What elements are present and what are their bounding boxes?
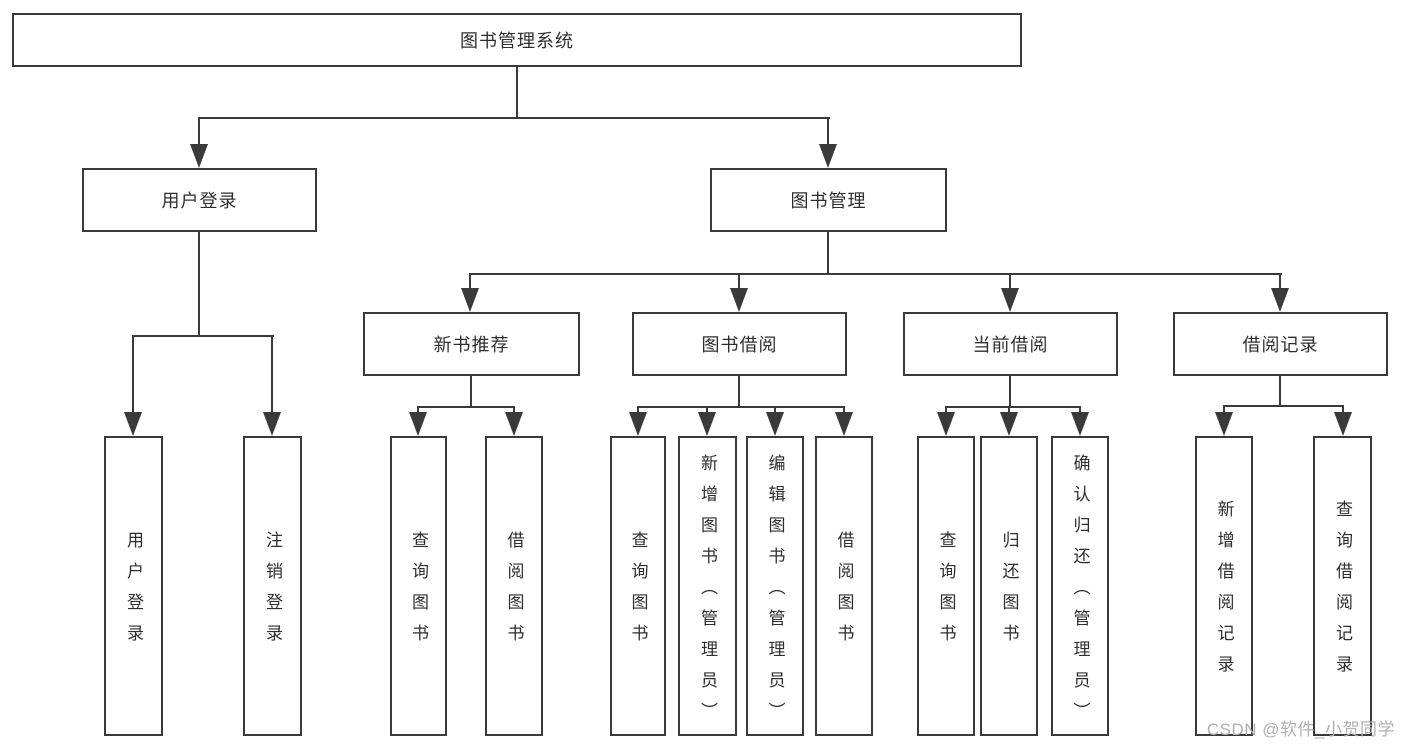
- connector-line: [1009, 376, 1011, 408]
- connector-line: [1223, 405, 1344, 407]
- connector-line: [843, 406, 845, 416]
- leaf-add-book-admin-label: 新增图书（管理员）: [698, 453, 717, 733]
- leaf-borrow-books-1: 借阅图书: [485, 436, 543, 736]
- arrow-down-icon: [629, 412, 647, 436]
- arrow-down-icon: [819, 144, 837, 168]
- node-root: 图书管理系统: [12, 13, 1022, 67]
- leaf-confirm-return-admin: 确认归还（管理员）: [1051, 436, 1109, 736]
- node-borrow-records-label: 借阅记录: [1242, 335, 1319, 355]
- connector-line: [1079, 406, 1081, 416]
- connector-line: [738, 376, 740, 408]
- leaf-query-borrow-record: 查询借阅记录: [1313, 436, 1372, 736]
- arrow-down-icon: [124, 412, 142, 436]
- leaf-add-borrow-record-label: 新增借阅记录: [1214, 500, 1234, 686]
- arrow-down-icon: [461, 288, 479, 312]
- connector-line: [417, 406, 515, 408]
- leaf-query-books-2: 查询图书: [610, 436, 666, 736]
- leaf-borrow-books-1-label: 借阅图书: [504, 531, 524, 655]
- connector-line: [516, 67, 518, 119]
- connector-line: [132, 335, 274, 337]
- node-current-borrow-label: 当前借阅: [972, 335, 1049, 355]
- arrow-down-icon: [730, 288, 748, 312]
- leaf-user-login-label: 用户登录: [124, 531, 143, 655]
- connector-line: [1008, 406, 1010, 416]
- connector-line: [1009, 273, 1011, 291]
- arrow-down-icon: [1215, 412, 1233, 436]
- connector-line: [637, 406, 639, 416]
- connector-line: [417, 406, 419, 416]
- arrow-down-icon: [766, 412, 784, 436]
- leaf-return-book-label: 归还图书: [999, 531, 1019, 655]
- leaf-query-books-2-label: 查询图书: [628, 531, 648, 655]
- arrow-down-icon: [1001, 288, 1019, 312]
- connector-line: [198, 117, 200, 147]
- leaf-query-books-3-label: 查询图书: [936, 531, 956, 655]
- connector-line: [637, 406, 845, 408]
- node-book-management-label: 图书管理: [790, 191, 867, 211]
- leaf-query-borrow-record-label: 查询借阅记录: [1333, 500, 1352, 686]
- leaf-edit-book-admin-label: 编辑图书（管理员）: [765, 453, 785, 733]
- node-book-borrow: 图书借阅: [632, 312, 847, 376]
- connector-line: [706, 406, 708, 416]
- leaf-user-login: 用户登录: [104, 436, 163, 736]
- connector-line: [132, 335, 134, 415]
- connector-line: [945, 406, 947, 416]
- node-new-book-recommend: 新书推荐: [363, 312, 580, 376]
- arrow-down-icon: [835, 412, 853, 436]
- connector-line: [774, 406, 776, 416]
- leaf-query-books-1-label: 查询图书: [409, 531, 428, 655]
- leaf-return-book: 归还图书: [980, 436, 1038, 736]
- arrow-down-icon: [1071, 412, 1089, 436]
- leaf-borrow-books-2: 借阅图书: [815, 436, 873, 736]
- node-book-management: 图书管理: [710, 168, 947, 232]
- connector-line: [945, 406, 1081, 408]
- connector-line: [198, 232, 200, 337]
- connector-line: [469, 273, 471, 291]
- leaf-edit-book-admin: 编辑图书（管理员）: [746, 436, 804, 736]
- leaf-query-books-1: 查询图书: [390, 436, 447, 736]
- arrow-down-icon: [409, 412, 427, 436]
- leaf-confirm-return-admin-label: 确认归还（管理员）: [1070, 453, 1090, 733]
- arrow-down-icon: [937, 412, 955, 436]
- connector-line: [1223, 405, 1225, 416]
- node-root-label: 图书管理系统: [460, 31, 574, 51]
- leaf-logout: 注销登录: [243, 436, 302, 736]
- arrow-down-icon: [505, 412, 523, 436]
- connector-line: [271, 335, 273, 415]
- csdn-watermark: CSDN @软件_小贺同学: [1206, 720, 1395, 739]
- connector-line: [827, 232, 829, 275]
- node-book-borrow-label: 图书借阅: [701, 335, 778, 355]
- arrow-down-icon: [1271, 288, 1289, 312]
- arrow-down-icon: [190, 144, 208, 168]
- leaf-borrow-books-2-label: 借阅图书: [834, 531, 854, 655]
- node-user-login: 用户登录: [82, 168, 317, 232]
- connector-line: [738, 273, 740, 291]
- leaf-logout-label: 注销登录: [263, 531, 282, 655]
- connector-line: [1342, 405, 1344, 416]
- arrow-down-icon: [1000, 412, 1018, 436]
- connector-line: [1279, 376, 1281, 407]
- connector-line: [1279, 273, 1281, 291]
- connector-line: [470, 376, 472, 408]
- connector-line: [198, 117, 830, 119]
- leaf-query-books-3: 查询图书: [917, 436, 975, 736]
- arrow-down-icon: [698, 412, 716, 436]
- node-user-login-label: 用户登录: [161, 191, 238, 211]
- node-borrow-records: 借阅记录: [1173, 312, 1388, 376]
- arrow-down-icon: [263, 412, 281, 436]
- node-current-borrow: 当前借阅: [903, 312, 1118, 376]
- node-new-book-recommend-label: 新书推荐: [433, 335, 510, 355]
- connector-line: [469, 273, 1282, 275]
- connector-line: [827, 117, 829, 147]
- arrow-down-icon: [1334, 412, 1352, 436]
- connector-line: [513, 406, 515, 416]
- leaf-add-book-admin: 新增图书（管理员）: [678, 436, 737, 736]
- leaf-add-borrow-record: 新增借阅记录: [1195, 436, 1253, 736]
